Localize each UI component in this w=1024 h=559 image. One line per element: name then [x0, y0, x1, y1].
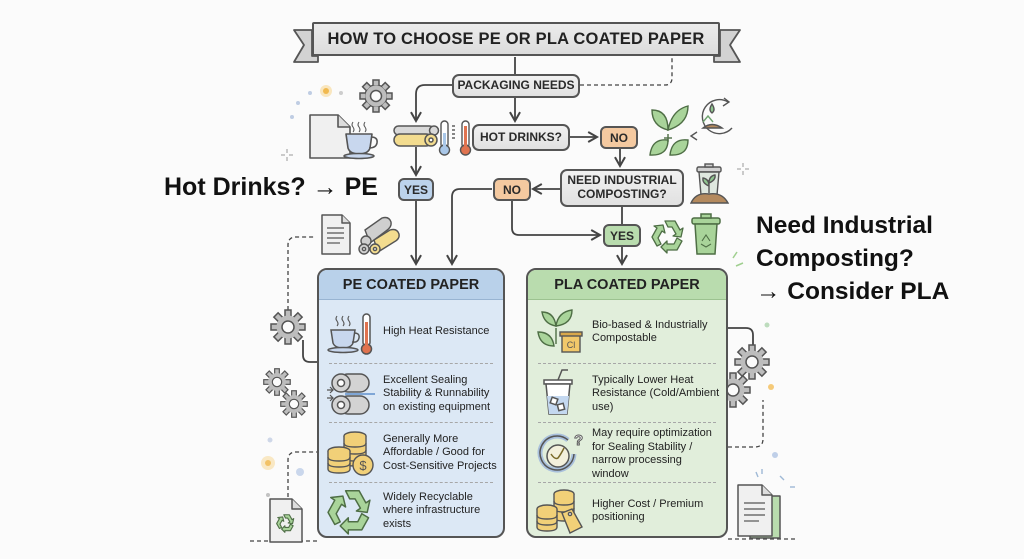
callout-hot-drinks-pe: Hot Drinks? → PE — [164, 173, 378, 201]
hot-drinks-question-node: HOT DRINKS? — [472, 124, 570, 151]
sparkle-lines-bottom-right — [755, 469, 795, 488]
hot-cup-thermometer-icon — [327, 313, 373, 355]
connector-no-yes — [511, 201, 603, 241]
hot-drinks-no-pill: NO — [600, 126, 638, 149]
pe-feature-text: Widely Recyclable where infrastructure e… — [383, 490, 481, 530]
pla-feature-row: Higher Cost / Premium positioning — [534, 485, 720, 536]
pe-feature-row: $ Generally More Affordable / Good for C… — [325, 427, 497, 479]
pe-feature-text: Excellent Sealing Stability & Runnabilit… — [383, 373, 491, 413]
gear-icon — [263, 368, 291, 396]
connector-gear-right — [728, 327, 754, 350]
recycling-bin-icon — [691, 213, 721, 255]
pla-panel-title: PLA COATED PAPER — [528, 270, 726, 300]
compost-cycle-icon — [689, 97, 733, 141]
divider — [329, 422, 493, 423]
coins-tag-icon — [536, 489, 583, 534]
callout-line-3: → Consider PLA — [756, 278, 950, 305]
pe-feature-row: Widely Recyclable where infrastructure e… — [325, 485, 497, 536]
callout-consider-pla: Need Industrial Composting? → Consider P… — [756, 209, 949, 308]
sparkle-cross-right — [737, 163, 749, 175]
callout-line-1: Need Industrial — [756, 212, 933, 239]
document-stack-icon — [737, 484, 781, 539]
gear-icon — [734, 344, 770, 380]
pla-coated-paper-panel: PLA COATED PAPER Cl Bio-based & Industri… — [526, 268, 728, 538]
divider — [538, 422, 716, 423]
question-line-2: COMPOSTING? — [577, 187, 667, 201]
cold-cup-icon — [543, 369, 573, 415]
document-lines-icon — [321, 214, 351, 255]
hot-thermometer-icon — [459, 120, 472, 156]
paper-roll-icon — [393, 125, 440, 147]
svg-text:?: ? — [574, 432, 583, 449]
connector-gear-left — [302, 340, 318, 363]
recycle-icon — [327, 490, 371, 535]
connector-dashed-left-bottom — [287, 451, 318, 497]
composting-no-pill: NO — [493, 178, 531, 201]
rollers-stack-icon — [358, 216, 400, 255]
gear-icon — [270, 309, 306, 345]
pla-feature-row: Cl Bio-based & Industrially Compostable — [534, 306, 720, 358]
recycle-icon — [651, 220, 684, 254]
pe-feature-row: High Heat Resistance — [325, 306, 497, 358]
industrial-composting-question-node: NEED INDUSTRIAL COMPOSTING? — [560, 169, 684, 207]
connector-no-pe — [446, 188, 492, 267]
pe-feature-text: High Heat Resistance — [383, 325, 490, 338]
connector-dashed-top — [580, 57, 673, 86]
question-line-1: NEED INDUSTRIAL — [567, 173, 677, 188]
pe-feature-text: Generally More Affordable / Good for Cos… — [383, 432, 497, 472]
pe-feature-row: Excellent Sealing Stability & Runnabilit… — [325, 368, 497, 420]
pla-feature-text: Higher Cost / Premium positioning — [592, 497, 704, 524]
title-banner: HOW TO CHOOSE PE OR PLA COATED PAPER — [312, 22, 720, 56]
callout-line-2: Composting? — [756, 245, 914, 272]
pla-feature-text: Typically Lower Heat Resistance (Cold/Am… — [592, 373, 720, 413]
divider — [329, 482, 493, 483]
hot-drinks-yes-pill: YES — [398, 178, 434, 201]
svg-text:Cl: Cl — [567, 340, 576, 350]
compost-bin-icon — [689, 163, 730, 204]
pe-panel-title: PE COATED PAPER — [319, 270, 503, 300]
gear-icon — [280, 390, 308, 418]
divider — [329, 363, 493, 364]
packaging-needs-node: PACKAGING NEEDS — [452, 74, 580, 98]
divider — [538, 363, 716, 364]
recycle-icon — [276, 514, 295, 533]
gauge-question-icon: ? — [537, 432, 584, 473]
sparkle-cross-left — [281, 149, 293, 161]
composting-yes-pill: YES — [603, 224, 641, 247]
leaves-sprout-icon — [649, 105, 689, 156]
pla-feature-row: ? May require optimization for Sealing S… — [534, 427, 720, 481]
pla-feature-text: May require optimization for Sealing Sta… — [592, 427, 712, 480]
sparkle-lines-right — [732, 251, 744, 267]
leaves-compost-icon: Cl — [537, 309, 583, 353]
pe-coated-paper-panel: PE COATED PAPER High Heat Resistance — [317, 268, 505, 538]
gear-icon — [359, 79, 393, 113]
pla-feature-row: Typically Lower Heat Resistance (Cold/Am… — [534, 368, 720, 420]
svg-text:$: $ — [359, 458, 367, 473]
pla-feature-text: Bio-based & Industrially Compostable — [592, 318, 708, 345]
coins-dollar-icon: $ — [327, 431, 374, 476]
sparkle-dots — [261, 85, 778, 497]
banner-tail-right — [713, 29, 741, 63]
rollers-icon — [327, 373, 375, 415]
divider — [538, 482, 716, 483]
cold-thermometer-icon — [438, 120, 455, 156]
connector-start-left — [410, 84, 452, 124]
connector-dashed-left-top — [287, 236, 314, 310]
coffee-cup-icon — [343, 121, 378, 160]
